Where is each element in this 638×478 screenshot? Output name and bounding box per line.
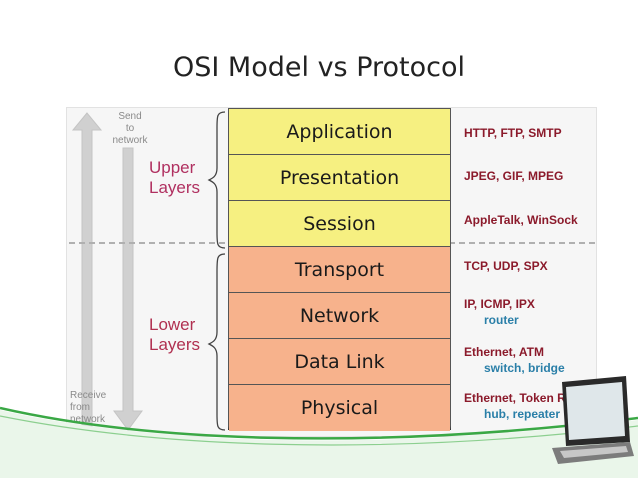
layer-data-link: Data Link: [229, 339, 450, 385]
protocol-main: Ethernet, ATM: [464, 345, 544, 359]
protocol-main: Ethernet, Token Ring: [464, 391, 584, 405]
protocol-device: hub, repeater: [484, 407, 561, 421]
receive-line-1: Receive: [70, 390, 107, 401]
receive-arrow-icon: [113, 147, 143, 431]
protocol-main: HTTP, FTP, SMTP: [464, 126, 562, 140]
laptop-icon: [552, 376, 634, 464]
group-braces: [207, 111, 226, 431]
protocol-presentation: JPEG, GIF, MPEG: [464, 168, 597, 184]
send-line-3: network: [112, 135, 148, 146]
layer-transport: Transport: [229, 247, 450, 293]
protocol-main: TCP, UDP, SPX: [464, 259, 548, 273]
layer-application: Application: [229, 109, 450, 155]
lower-layers-label: Lower Layers: [149, 315, 200, 355]
upper-line-1: Upper: [149, 158, 196, 177]
layer-physical: Physical: [229, 385, 450, 431]
lower-line-2: Layers: [149, 335, 201, 354]
receive-label: Receive from network: [67, 390, 113, 426]
protocol-main: JPEG, GIF, MPEG: [464, 169, 564, 183]
upper-line-2: Layers: [149, 178, 201, 197]
send-line-1: Send: [118, 111, 142, 122]
bottom-swoosh: [0, 406, 638, 478]
protocol-main: IP, ICMP, IPX: [464, 297, 535, 311]
layer-presentation: Presentation: [229, 155, 450, 201]
receive-line-3: network: [70, 414, 106, 425]
send-line-2: to: [125, 123, 135, 134]
osi-diagram: Send to network Receive from network Upp…: [66, 107, 597, 437]
protocol-device: switch, bridge: [484, 361, 565, 375]
receive-line-2: from: [70, 402, 90, 413]
send-label: Send to network: [107, 111, 153, 147]
protocol-network: IP, ICMP, IPX router: [464, 296, 597, 328]
upper-layers-label: Upper Layers: [149, 158, 200, 198]
protocol-device: router: [484, 313, 519, 327]
protocol-transport: TCP, UDP, SPX: [464, 258, 597, 274]
protocol-physical: Ethernet, Token Ring hub, repeater: [464, 390, 597, 422]
osi-layer-stack: Application Presentation Session Transpo…: [228, 108, 451, 431]
swoosh-band-icon: [0, 410, 638, 478]
lower-brace-icon: [207, 253, 226, 431]
swoosh-line-icon: [0, 406, 638, 440]
protocol-data-link: Ethernet, ATM switch, bridge: [464, 344, 597, 376]
lower-line-1: Lower: [149, 315, 196, 334]
protocol-session: AppleTalk, WinSock: [464, 212, 597, 228]
upper-brace-icon: [207, 111, 226, 249]
protocol-application: HTTP, FTP, SMTP: [464, 125, 597, 141]
protocol-main: AppleTalk, WinSock: [464, 213, 578, 227]
swoosh-line-inner-icon: [0, 415, 638, 446]
layer-session: Session: [229, 201, 450, 247]
slide-title: OSI Model vs Protocol: [172, 52, 466, 83]
layer-network: Network: [229, 293, 450, 339]
